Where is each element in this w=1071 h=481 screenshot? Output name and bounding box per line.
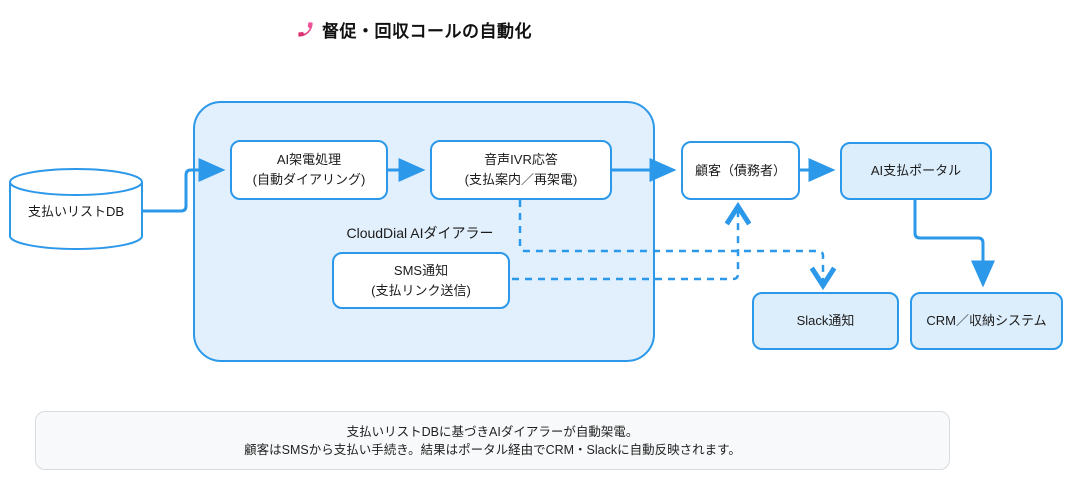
footer-note-line1: 支払いリストDBに基づきAIダイアラーが自動架電。	[346, 424, 639, 439]
footer-note: 支払いリストDBに基づきAIダイアラーが自動架電。 顧客はSMSから支払い手続き…	[35, 411, 950, 470]
footer-note-line2: 顧客はSMSから支払い手続き。結果はポータル経由でCRM・Slackに自動反映さ…	[244, 442, 741, 457]
phone-icon	[298, 22, 313, 37]
edge-sms-to-customer-dashed	[512, 201, 752, 281]
node-crm-system: CRM／収納システム	[910, 292, 1063, 350]
node-ivr-line1: 音声IVR応答	[484, 152, 558, 167]
node-ai-payment-portal: AI支払ポータル	[840, 142, 992, 200]
node-payment-list-db: 支払いリストDB	[27, 204, 125, 219]
node-ai-dialing-line1: AI架電処理	[276, 152, 342, 167]
node-crm-system-label: CRM／収納システム	[926, 313, 1047, 328]
page-title: 督促・回収コールの自動化	[322, 22, 532, 41]
node-customer: 顧客（債務者）	[681, 141, 800, 200]
payment-list-db-cylinder	[9, 168, 143, 250]
node-ai-dialing: AI架電処理 (自動ダイアリング)	[230, 140, 388, 200]
node-ivr: 音声IVR応答 (支払案内／再架電)	[430, 140, 612, 200]
node-sms: SMS通知 (支払リンク送信)	[332, 252, 510, 309]
edge-ivr-to-slack-dashed	[518, 200, 837, 291]
edge-db-to-dialing	[142, 158, 226, 213]
node-slack-notification-label: Slack通知	[796, 313, 855, 328]
node-ai-dialing-line2: (自動ダイアリング)	[252, 172, 366, 187]
node-sms-line2: (支払リンク送信)	[371, 282, 471, 298]
clouddial-container-label: CloudDial AIダイアラー	[346, 225, 494, 241]
node-sms-line1: SMS通知	[393, 262, 449, 278]
edge-portal-to-crm	[913, 200, 995, 288]
node-customer-label: 顧客（債務者）	[694, 162, 786, 178]
node-ivr-line2: (支払案内／再架電)	[464, 172, 578, 187]
node-ai-payment-portal-label: AI支払ポータル	[870, 163, 962, 178]
page-title-row: 督促・回収コールの自動化	[296, 17, 532, 42]
node-slack-notification: Slack通知	[752, 292, 899, 350]
